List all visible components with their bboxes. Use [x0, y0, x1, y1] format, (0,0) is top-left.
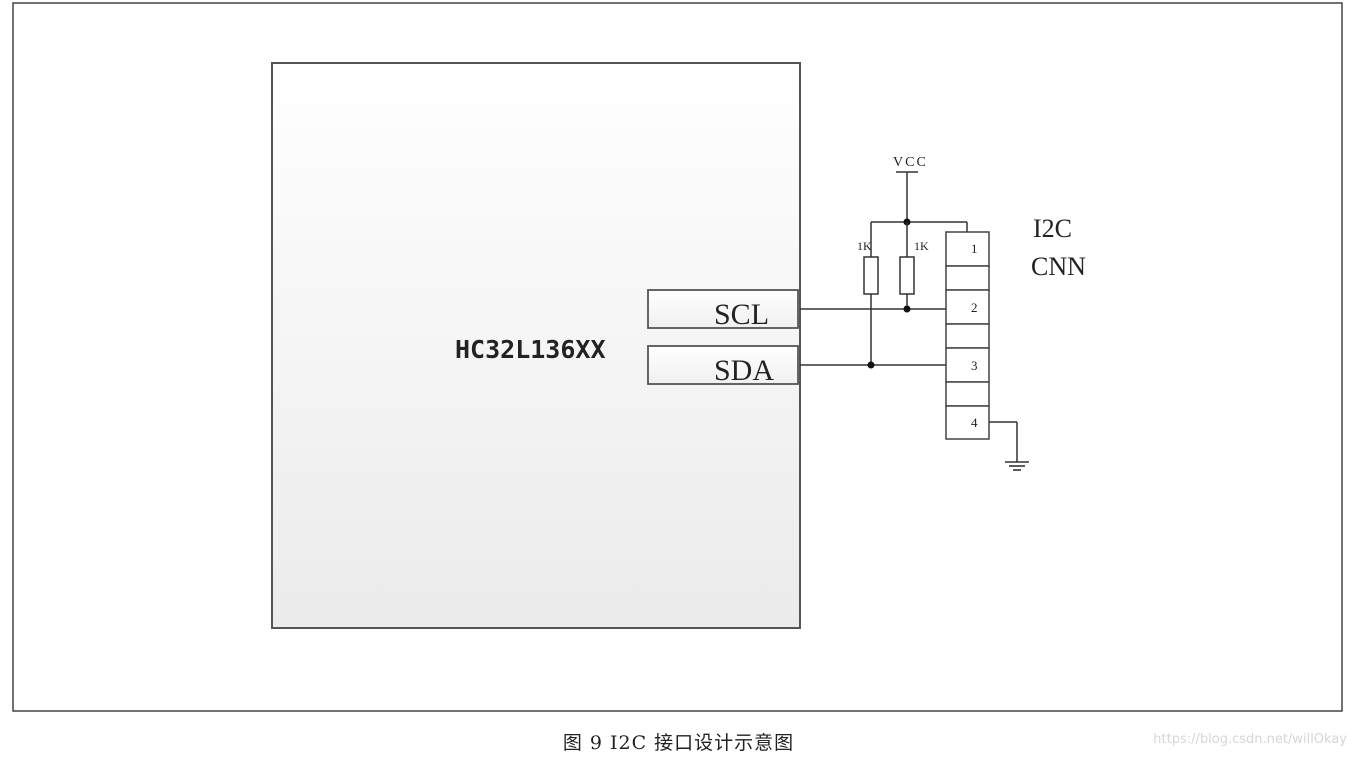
resistor-2 — [899, 256, 915, 295]
figure-caption: 图 9 I2C 接口设计示意图 — [562, 732, 795, 754]
vcc-label: VCC — [893, 155, 928, 170]
junction-sda — [867, 361, 875, 369]
connector-pin-3-number: 3 — [971, 358, 978, 373]
watermark: https://blog.csdn.net/willOkay — [1153, 732, 1347, 747]
connector-gap-2 — [945, 323, 990, 349]
pin-label-sda: SDA — [714, 354, 774, 387]
pin-box-sda — [647, 345, 799, 385]
pin-label-scl: SCL — [714, 298, 769, 331]
connector-pin-1 — [945, 231, 990, 267]
connector-gap-1 — [945, 265, 990, 291]
connector-pin-4 — [945, 405, 990, 440]
resistor-1 — [863, 256, 879, 295]
connector-pin-4-number: 4 — [971, 415, 978, 430]
connector-pin-1-number: 1 — [971, 241, 978, 256]
connector-pin-2-number: 2 — [971, 300, 978, 315]
ground-icon — [1005, 461, 1029, 471]
connector-gap-3 — [945, 381, 990, 407]
mcu-label: HC32L136XX — [455, 335, 606, 364]
resistor-1-value: 1K — [857, 239, 872, 253]
connector-title-line2: CNN — [1031, 252, 1086, 281]
resistor-2-value: 1K — [914, 239, 929, 253]
pin-box-scl — [647, 289, 799, 329]
junction-scl — [903, 305, 911, 313]
connector-pin-3 — [945, 347, 990, 383]
connector-title-line1: I2C — [1033, 214, 1072, 243]
connector-pin-2 — [945, 289, 990, 325]
